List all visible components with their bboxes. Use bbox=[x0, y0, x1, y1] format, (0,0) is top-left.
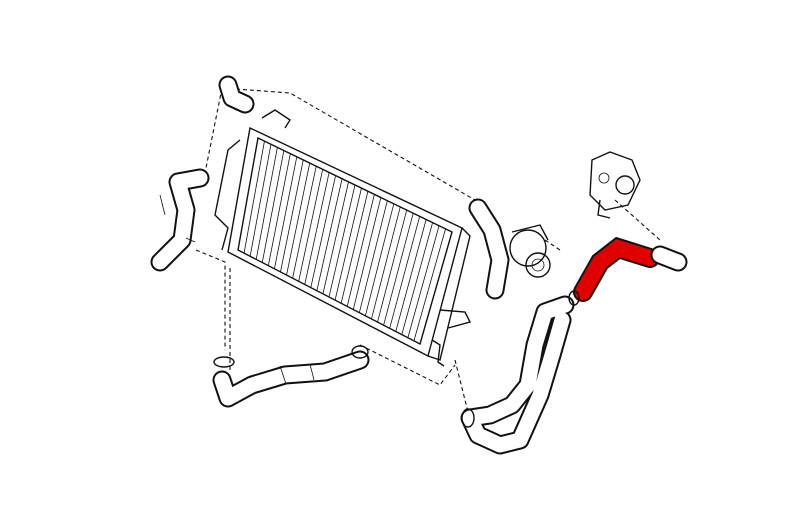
intercooler-fin bbox=[304, 172, 330, 285]
intercooler-fin bbox=[346, 194, 375, 307]
intercooler-fin bbox=[255, 147, 278, 260]
intercooler-fin bbox=[292, 166, 317, 279]
thermostat-housing bbox=[589, 151, 641, 219]
intercooler-fin bbox=[407, 225, 440, 338]
intercooler-fin bbox=[334, 188, 362, 301]
intercooler-fin bbox=[383, 213, 414, 326]
turbocharger bbox=[509, 224, 551, 278]
intercooler-fin bbox=[267, 153, 291, 266]
intercooler-fin bbox=[328, 184, 356, 298]
hose-top-elbow bbox=[218, 75, 255, 114]
intercooler-fin bbox=[243, 141, 265, 254]
hose-lower bbox=[212, 345, 370, 408]
intercooler-fin bbox=[316, 178, 343, 291]
intercooler-fin bbox=[401, 222, 433, 335]
hose-right-long bbox=[460, 295, 575, 455]
intercooler-fin bbox=[261, 150, 285, 263]
intercooler-fin bbox=[352, 197, 382, 310]
intercooler-fin bbox=[365, 203, 395, 316]
intercooler-fin bbox=[389, 216, 421, 329]
intercooler-fin bbox=[286, 162, 311, 276]
intercooler-fin bbox=[280, 159, 304, 273]
intercooler-fin bbox=[413, 228, 446, 341]
intercooler-fin bbox=[322, 181, 349, 294]
hose-left bbox=[150, 168, 210, 272]
intercooler-fin bbox=[274, 156, 298, 269]
turbo-pipe bbox=[468, 198, 510, 300]
intercooler-fin bbox=[371, 206, 401, 320]
intercooler-fin bbox=[395, 219, 427, 332]
hose-red-highlighted bbox=[568, 236, 688, 306]
intercooler bbox=[214, 109, 472, 367]
leader-lines bbox=[195, 87, 661, 421]
intercooler-fin bbox=[298, 169, 324, 282]
intercooler-fin bbox=[310, 175, 336, 288]
intercooler-fin bbox=[249, 144, 272, 257]
intercooler-fin bbox=[377, 209, 408, 323]
intercooler-fin bbox=[340, 191, 369, 304]
intercooler-fin bbox=[358, 200, 388, 313]
